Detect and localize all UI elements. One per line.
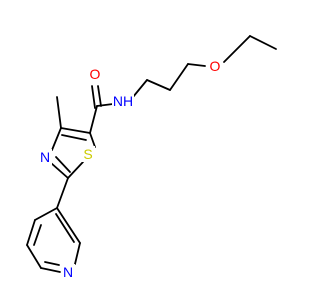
bond-py-c6-n1-inner: [44, 261, 60, 266]
bond-ethyl-ch3-ch2: [249, 35, 277, 50]
bond-py-c2-c3-inner: [55, 213, 75, 243]
bond-py-c4-c5: [26, 219, 36, 246]
bond-s1-c5: [89, 132, 96, 148]
bond-n3-c2-b: [55, 156, 71, 173]
bond-py-c6-n1: [40, 267, 61, 273]
bond-c2-pyridine: [56, 177, 69, 209]
bond-o-propyl-c3: [187, 63, 206, 67]
bond-c4-methyl: [56, 96, 62, 129]
chemical-structure-diagram: O NH O N S N: [26, 35, 277, 280]
bond-c5-c4-inner: [61, 134, 87, 141]
bond-carbonyl-double-b: [97, 85, 102, 107]
bond-py-c4-c5-inner: [33, 224, 42, 246]
bond-propyl-c3-c2: [169, 63, 189, 91]
bond-c5-c4-double: [60, 127, 91, 134]
bonds: [26, 35, 277, 273]
bond-py-c5-c6: [26, 244, 42, 269]
bond-carbonyl-double-a: [91, 85, 96, 109]
bond-propyl-c2-c1: [146, 79, 171, 91]
bond-c4-n3: [51, 127, 62, 151]
atom-label-thiazole-sulfur: S: [83, 146, 92, 162]
bond-ethyl-ch2-o: [223, 35, 251, 63]
atom-label-carbonyl-oxygen: O: [90, 66, 101, 82]
bond-carbonyl-c5: [89, 105, 98, 134]
bond-c2-s1: [67, 161, 84, 179]
atom-label-pyridine-nitrogen: N: [63, 264, 73, 280]
bond-py-c3-c4: [34, 207, 58, 221]
atom-label-ether-oxygen: O: [210, 58, 221, 74]
atom-label-amide-nitrogen: NH: [113, 93, 133, 109]
bond-n-carbonyl-c: [96, 103, 114, 107]
atom-label-thiazole-nitrogen: N: [40, 149, 50, 165]
bond-py-c2-c3: [56, 207, 81, 244]
atom-labels: O NH O N S N: [38, 58, 222, 280]
bond-propyl-c1-n: [132, 79, 148, 98]
bond-n3-c2-a: [50, 162, 69, 179]
bond-py-n1-c2: [74, 242, 81, 265]
